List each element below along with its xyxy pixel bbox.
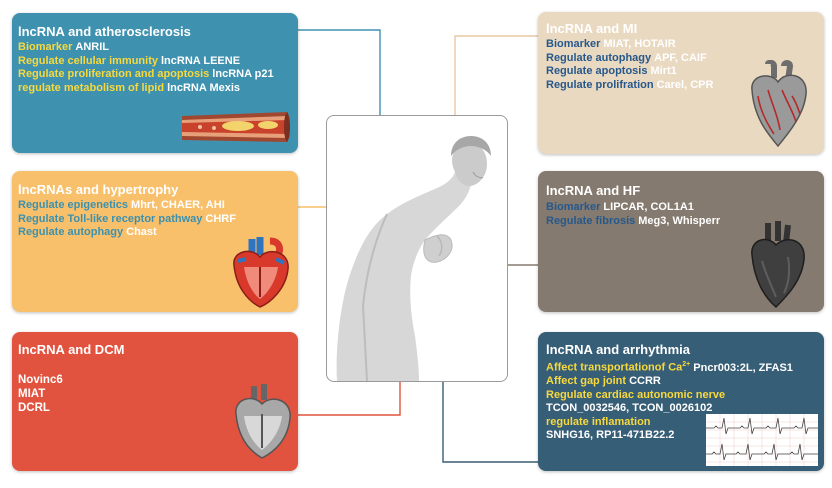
- item-row: TCON_0032546, TCON_0026102: [546, 402, 713, 415]
- connector-dcm: [298, 380, 401, 416]
- item-row: regulate inflamation: [546, 415, 651, 428]
- center-patient-panel: [326, 115, 508, 382]
- failing-heart-icon: [751, 221, 805, 309]
- panel-hypertrophy: lncRNAs and hypertrophy Regulate epigene…: [12, 171, 298, 312]
- infarcted-heart-icon: [751, 60, 807, 148]
- panel-title: lncRNA and atherosclerosis: [18, 24, 191, 39]
- item-row: Regulate cardiac autonomic nerve: [546, 388, 726, 401]
- panel-title: lncRNAs and hypertrophy: [18, 182, 179, 197]
- panel-dcm: lncRNA and DCM Novinc6 MIAT DCRL: [12, 332, 298, 471]
- panel-title: lncRNA and MI: [546, 21, 638, 36]
- panel-title: lncRNA and arrhythmia: [546, 342, 690, 357]
- artery-plaque-icon: [182, 112, 290, 142]
- panel-title: lncRNA and DCM: [18, 342, 125, 357]
- hypertrophic-heart-icon: [233, 237, 289, 308]
- dilated-heart-icon: [235, 384, 291, 459]
- connector-arrhythmia: [442, 380, 538, 463]
- connector-atherosclerosis: [298, 29, 381, 115]
- patient-chest-pain-icon: [336, 136, 491, 381]
- ecg-strip-icon: [706, 414, 818, 466]
- item-row: SNHG16, RP11-471B22.2: [546, 429, 675, 442]
- item-row: Affect transportationof Ca2+Pncr003:2L, …: [546, 361, 793, 374]
- list-item: DCRL: [18, 402, 50, 414]
- list-item: MIAT: [18, 388, 46, 400]
- connector-mi: [454, 35, 538, 115]
- panel-title: lncRNA and HF: [546, 183, 641, 198]
- panel-arrhythmia: lncRNA and arrhythmia Affect transportat…: [538, 332, 824, 471]
- list-item: Novinc6: [18, 374, 63, 386]
